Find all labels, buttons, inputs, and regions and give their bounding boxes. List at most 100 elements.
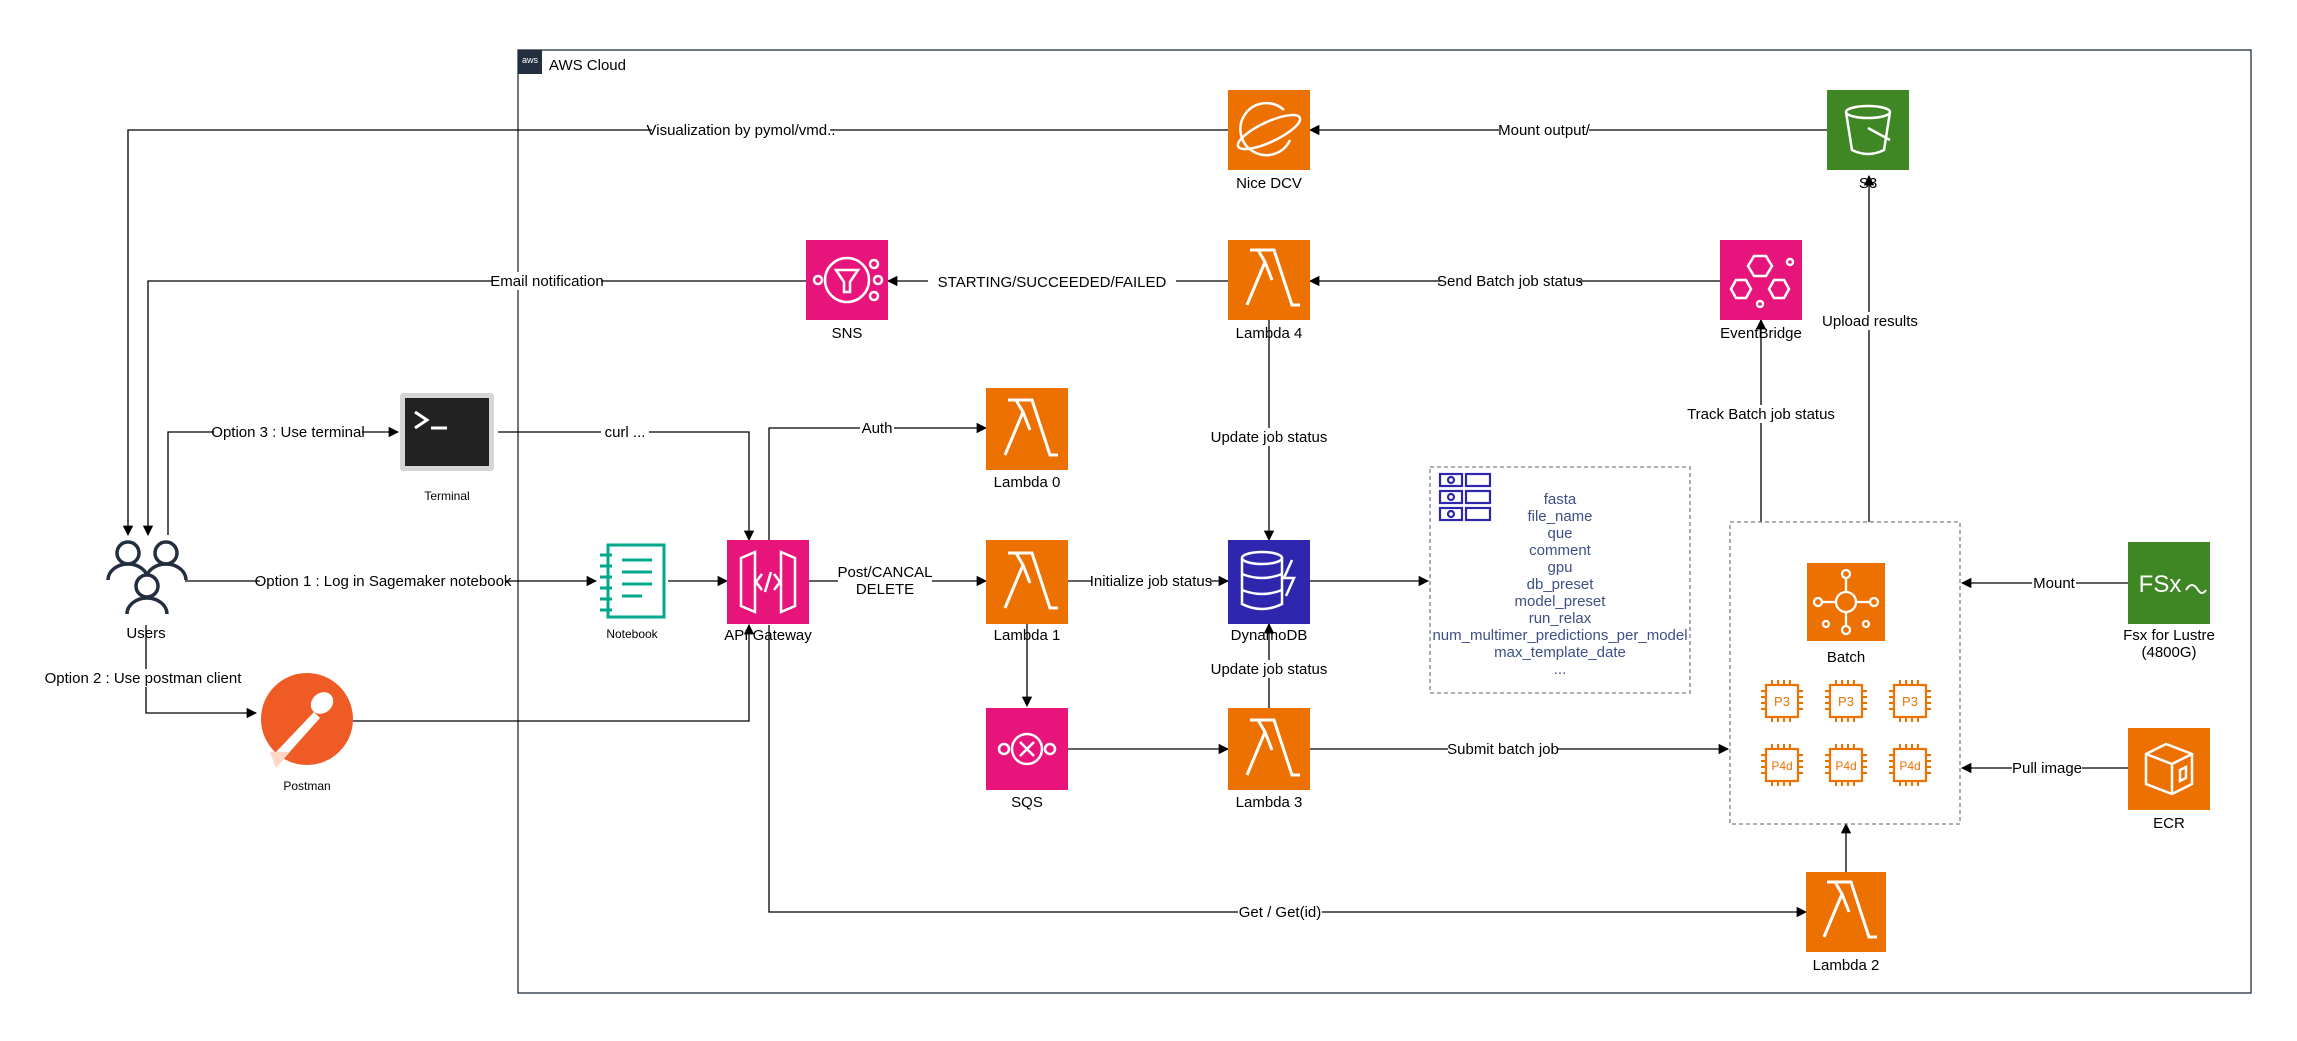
s3-bucket-icon [1827, 90, 1909, 170]
field-item: que [1547, 525, 1572, 542]
instance-chip-p4d: P4d [1889, 744, 1931, 786]
lambda1-label: Lambda 1 [994, 627, 1061, 644]
notebook-label: Notebook [606, 627, 658, 641]
aws-cloud-border [517, 49, 2252, 994]
fsx-label-line1: Fsx for Lustre [2123, 627, 2215, 644]
lambda-icon [1228, 240, 1310, 320]
users-label: Users [126, 625, 165, 642]
api-gateway-node: API Gateway [724, 540, 812, 644]
sns-node: SNS [806, 240, 888, 342]
instance-chip-label: P3 [1902, 694, 1918, 709]
label-curl: curl ... [605, 424, 646, 441]
fsx-icon [2128, 542, 2210, 624]
edge-get [768, 625, 1808, 918]
field-item: fasta [1544, 491, 1577, 508]
users-node: Users [106, 540, 188, 642]
sns-label: SNS [832, 325, 863, 342]
label-email-notification: Email notification [490, 273, 603, 290]
label-option2: Option 2 : Use postman client [45, 670, 243, 687]
fsx-label-line2: (4800G) [2141, 644, 2196, 661]
edges [122, 124, 2128, 918]
users-icon [106, 540, 188, 615]
edge-curl [498, 431, 755, 542]
sqs-node: SQS [986, 708, 1068, 811]
sns-icon [806, 240, 888, 320]
edge-labels: Visualization by pymol/vmd.. Mount outpu… [45, 121, 2082, 921]
ecr-label: ECR [2153, 815, 2185, 832]
ecr-node: ECR [2128, 728, 2210, 832]
instance-chip-p3: P3 [1825, 680, 1867, 722]
terminal-node: Terminal [400, 393, 494, 503]
instance-chip-p4d: P4d [1825, 744, 1867, 786]
label-upload-results: Upload results [1822, 313, 1918, 330]
field-item: num_multimer_predictions_per_model [1432, 627, 1687, 644]
label-post-cancel-line1: Post/CANCAL [837, 564, 932, 581]
lambda1-node: Lambda 1 [986, 540, 1068, 644]
batch-group: Batch P3 P3 P3 P4d P4d [1729, 521, 1961, 825]
lambda2-node: Lambda 2 [1806, 872, 1886, 974]
eventbridge-label: EventBridge [1720, 325, 1802, 342]
s3-node: S3 [1827, 90, 1909, 192]
label-option3: Option 3 : Use terminal [211, 424, 364, 441]
lambda3-node: Lambda 3 [1228, 708, 1310, 811]
edge-postman-to-api [353, 623, 755, 722]
nice-dcv-node: Nice DCV [1228, 90, 1310, 192]
batch-label: Batch [1827, 649, 1865, 666]
edge-option3 [167, 426, 400, 535]
label-get: Get / Get(id) [1239, 904, 1322, 921]
batch-group-border [1729, 521, 1961, 825]
s3-label: S3 [1859, 175, 1877, 192]
label-pull-image: Pull image [2012, 760, 2082, 777]
field-item: run_relax [1529, 610, 1592, 627]
notebook-node: Notebook [600, 543, 666, 641]
field-item: db_preset [1527, 576, 1595, 593]
fsx-node: FSx Fsx for Lustre (4800G) [2123, 542, 2215, 661]
label-post-cancel-line2: DELETE [856, 581, 914, 598]
edge-auth [768, 422, 988, 540]
instance-chip-label: P4d [1771, 759, 1792, 773]
dynamodb-fields-box: fasta file_name que comment gpu db_prese… [1429, 466, 1691, 694]
instance-chip-label: P3 [1774, 694, 1790, 709]
lambda2-label: Lambda 2 [1813, 957, 1880, 974]
lambda3-label: Lambda 3 [1236, 794, 1303, 811]
aws-cloud-label: AWS Cloud [549, 57, 626, 74]
dynamodb-label: DynamoDB [1231, 627, 1308, 644]
ecr-icon [2128, 728, 2210, 810]
terminal-label: Terminal [424, 489, 469, 503]
notebook-icon [600, 543, 666, 619]
aws-badge-text: aws [522, 55, 539, 65]
lambda0-node: Lambda 0 [986, 388, 1068, 491]
instance-chip-label: P3 [1838, 694, 1854, 709]
lambda0-label: Lambda 0 [994, 474, 1061, 491]
field-item: comment [1529, 542, 1592, 559]
aws-cloud-group: aws AWS Cloud [517, 49, 2252, 994]
nice-dcv-label: Nice DCV [1236, 175, 1302, 192]
field-item: ... [1554, 661, 1567, 678]
fields-box-border [1429, 466, 1691, 694]
instance-chip-p4d: P4d [1761, 744, 1803, 786]
label-initialize-status: Initialize job status [1090, 573, 1213, 590]
lambda-icon [1806, 872, 1886, 952]
label-track-batch-status: Track Batch job status [1687, 406, 1835, 423]
edge-visualization [122, 129, 1228, 537]
label-auth: Auth [862, 420, 893, 437]
instance-chip-label: P4d [1835, 759, 1856, 773]
instance-chip-label: P4d [1899, 759, 1920, 773]
label-option1: Option 1 : Log in Sagemaker notebook [255, 573, 512, 590]
label-status-values: STARTING/SUCCEEDED/FAILED [938, 274, 1167, 291]
lambda4-node: Lambda 4 [1228, 240, 1310, 342]
aws-logo-icon [518, 50, 542, 74]
postman-label: Postman [283, 779, 330, 793]
eventbridge-node: EventBridge [1720, 240, 1802, 342]
label-update-status-bottom: Update job status [1211, 661, 1328, 678]
field-item: file_name [1527, 508, 1592, 525]
api-gateway-label: API Gateway [724, 627, 812, 644]
label-send-batch-status: Send Batch job status [1437, 273, 1583, 290]
label-mount-output: Mount output/ [1498, 122, 1591, 139]
field-item: max_template_date [1494, 644, 1626, 661]
label-update-status-top: Update job status [1211, 429, 1328, 446]
edge-option2 [145, 625, 258, 719]
postman-icon [261, 673, 353, 765]
batch-icon [1807, 563, 1885, 641]
